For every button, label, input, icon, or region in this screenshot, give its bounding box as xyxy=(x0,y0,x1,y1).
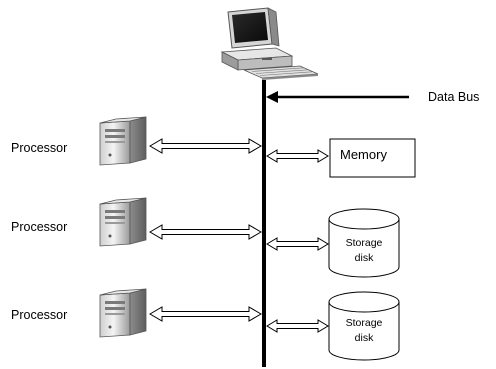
memory-bus-arrow xyxy=(266,149,329,163)
disk-1-bus-arrow xyxy=(266,237,329,251)
disk-2-bus-arrow xyxy=(266,319,329,333)
data-bus-label: Data Bus xyxy=(428,90,480,104)
server-tower-icon xyxy=(99,197,147,247)
processor-2-bus-arrow xyxy=(149,224,262,240)
memory-box xyxy=(329,138,416,178)
processor-3-bus-arrow xyxy=(149,306,262,322)
disk-cylinder-icon xyxy=(328,291,400,361)
memory-label: Memory xyxy=(340,147,387,162)
processor-1-label: Processor xyxy=(11,141,68,155)
processor-2-label: Processor xyxy=(11,220,68,234)
workstation-icon xyxy=(220,7,319,80)
disk-1-label: Storage disk xyxy=(329,236,399,266)
data-bus-arrow xyxy=(266,91,409,103)
server-tower-icon xyxy=(99,116,147,166)
disk-1-label-line1: Storage xyxy=(345,237,383,249)
disk-2-label: Storage disk xyxy=(329,316,399,346)
processor-1-bus-arrow xyxy=(149,138,262,154)
disk-2-label-line1: Storage xyxy=(345,317,383,329)
processor-3-label: Processor xyxy=(11,308,68,322)
disk-2-label-line2: disk xyxy=(354,332,374,344)
disk-cylinder-icon xyxy=(328,208,400,278)
server-tower-icon xyxy=(99,288,147,338)
disk-1-label-line2: disk xyxy=(354,252,374,264)
